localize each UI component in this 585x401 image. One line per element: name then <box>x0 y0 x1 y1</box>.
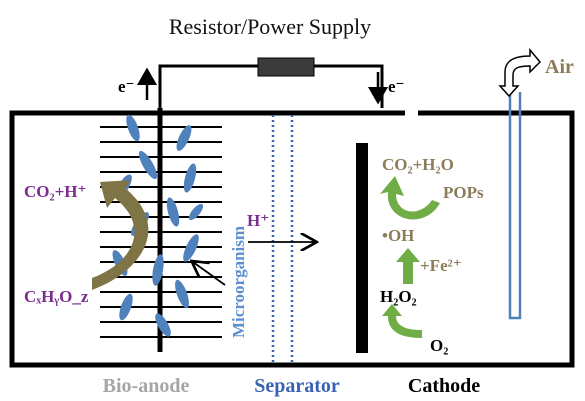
electron-right-label: e⁻ <box>388 77 405 96</box>
oxygen-label: O₂ <box>430 336 448 355</box>
hydroxyl-label: •OH <box>382 226 414 245</box>
wire-right <box>314 64 384 108</box>
separator-label: Separator <box>254 375 340 397</box>
fenton-arrow <box>396 248 420 284</box>
pops-label: POPs <box>443 183 484 202</box>
oxidation-arrow <box>92 180 149 290</box>
peroxide-label: H₂O₂ <box>380 287 417 306</box>
bacteria-cluster <box>112 114 204 337</box>
iron-label: +Fe²⁺ <box>420 256 462 275</box>
anode-substrate-label: CₓHᵧO_z <box>24 287 89 306</box>
air-label: Air <box>545 56 574 78</box>
cathode-electrode <box>356 143 368 353</box>
anode-products-label: CO₂+H⁺ <box>24 182 86 201</box>
microorganism-pointer-arrow <box>193 262 226 286</box>
title-label: Resistor/Power Supply <box>169 14 371 39</box>
air-tube <box>508 92 522 320</box>
electron-left-label: e⁻ <box>118 77 135 96</box>
bioanode-label: Bio-anode <box>103 375 190 397</box>
reactor-tank <box>9 110 575 368</box>
microorganism-label: Microorganism <box>229 226 248 338</box>
wire-left <box>158 64 258 108</box>
oxygen-reduction-arrow <box>382 304 422 338</box>
proton-label: H⁺ <box>247 211 269 230</box>
air-inlet-arrow <box>498 47 542 98</box>
cathode-product-label: CO₂+H₂O <box>382 155 454 174</box>
resistor <box>257 57 315 77</box>
pops-degradation-arrow <box>380 176 440 220</box>
cathode-label: Cathode <box>408 375 480 397</box>
